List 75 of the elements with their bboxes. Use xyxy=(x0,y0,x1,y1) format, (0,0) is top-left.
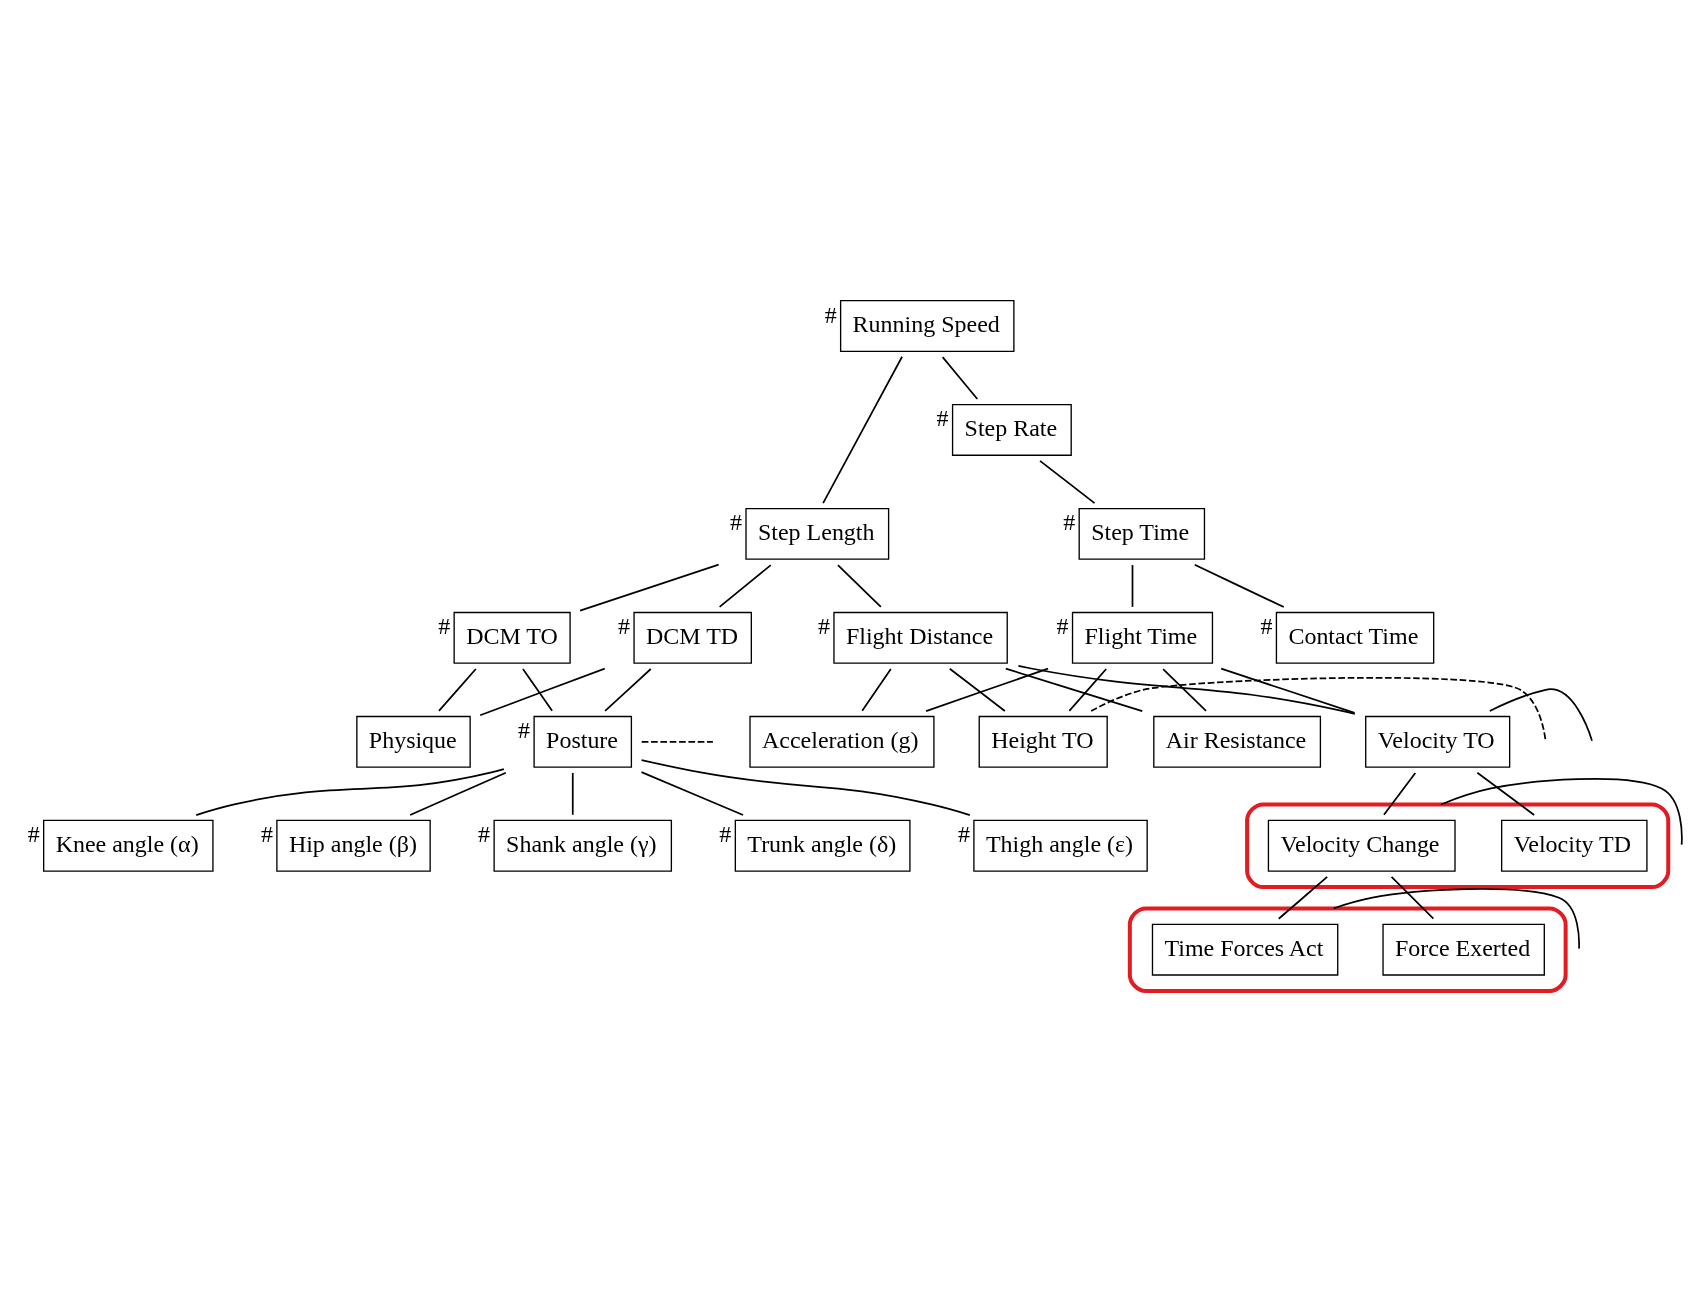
node-label: # xyxy=(719,821,732,848)
node-label: # xyxy=(260,821,273,848)
cluster xyxy=(1245,802,1671,890)
node-label: # xyxy=(618,613,631,640)
connector xyxy=(1440,777,1683,846)
connector xyxy=(861,668,892,712)
node-box: Posture xyxy=(533,715,633,768)
node-box: Shank angle (γ) xyxy=(493,819,673,872)
node-box: Velocity Change xyxy=(1267,819,1456,872)
connector xyxy=(522,668,553,712)
connector xyxy=(409,771,507,816)
connector xyxy=(1383,772,1417,816)
node-box: Running Speed xyxy=(839,300,1015,352)
node-box: Velocity TD xyxy=(1501,819,1648,872)
node-label: # xyxy=(730,509,742,536)
connector xyxy=(1476,771,1535,816)
connector xyxy=(1017,665,1356,715)
connector xyxy=(718,564,772,608)
connector xyxy=(1162,668,1207,712)
connector xyxy=(479,667,606,717)
node-label: # xyxy=(478,821,491,848)
connector xyxy=(925,667,1049,712)
connector xyxy=(1131,564,1134,608)
node-box: Trunk angle (δ) xyxy=(734,819,911,872)
node-label: # xyxy=(1063,509,1076,536)
node-box: DCM TD xyxy=(633,611,752,664)
connector xyxy=(948,667,1006,712)
connector xyxy=(822,355,903,505)
connector xyxy=(1277,876,1329,920)
connector xyxy=(941,356,979,400)
node-label: # xyxy=(27,821,40,848)
node-box: Step Length xyxy=(745,507,890,560)
node-box: DCM TO xyxy=(453,611,571,664)
node-box: Time Forces Act xyxy=(1151,923,1339,976)
node-label: # xyxy=(817,613,830,640)
connector xyxy=(640,771,744,816)
node-box: Acceleration (g) xyxy=(749,715,935,768)
connector xyxy=(195,768,505,816)
node-box: Flight Time xyxy=(1071,611,1214,664)
node-label: # xyxy=(1056,613,1069,640)
connector xyxy=(640,759,971,816)
node-box: Velocity TO xyxy=(1365,715,1511,768)
node-label: # xyxy=(957,821,970,848)
node-label: # xyxy=(438,613,451,640)
node-box: Thigh angle (ε) xyxy=(973,819,1148,872)
node-label: # xyxy=(824,301,837,328)
connector xyxy=(1004,667,1144,712)
node-label: # xyxy=(1260,613,1273,640)
connector xyxy=(1390,876,1435,920)
node-box: Hip angle (β) xyxy=(276,819,431,872)
node-box: Knee angle (α) xyxy=(43,819,214,872)
connector xyxy=(1488,688,1593,742)
connector xyxy=(438,668,477,712)
node-box: Physique xyxy=(356,715,471,768)
node-label: # xyxy=(518,717,531,744)
connector xyxy=(579,563,720,612)
connector xyxy=(837,564,882,608)
cluster xyxy=(1127,906,1568,993)
node-box: Height TO xyxy=(978,715,1108,768)
node-box: Step Time xyxy=(1078,507,1206,560)
connector xyxy=(604,668,652,712)
connector xyxy=(1332,888,1580,950)
node-box: Contact Time xyxy=(1275,611,1435,664)
node-box: Flight Distance xyxy=(833,611,1008,664)
connector xyxy=(571,772,574,816)
connector xyxy=(1193,563,1285,608)
connector xyxy=(1220,667,1356,714)
node-box: Air Resistance xyxy=(1153,715,1322,768)
node-label: # xyxy=(936,405,949,432)
node-box: Step Rate xyxy=(951,403,1072,456)
node-box: Force Exerted xyxy=(1382,923,1545,976)
connector xyxy=(1090,676,1547,742)
connector xyxy=(1068,668,1108,712)
connector xyxy=(1039,459,1096,504)
connector xyxy=(640,740,714,743)
